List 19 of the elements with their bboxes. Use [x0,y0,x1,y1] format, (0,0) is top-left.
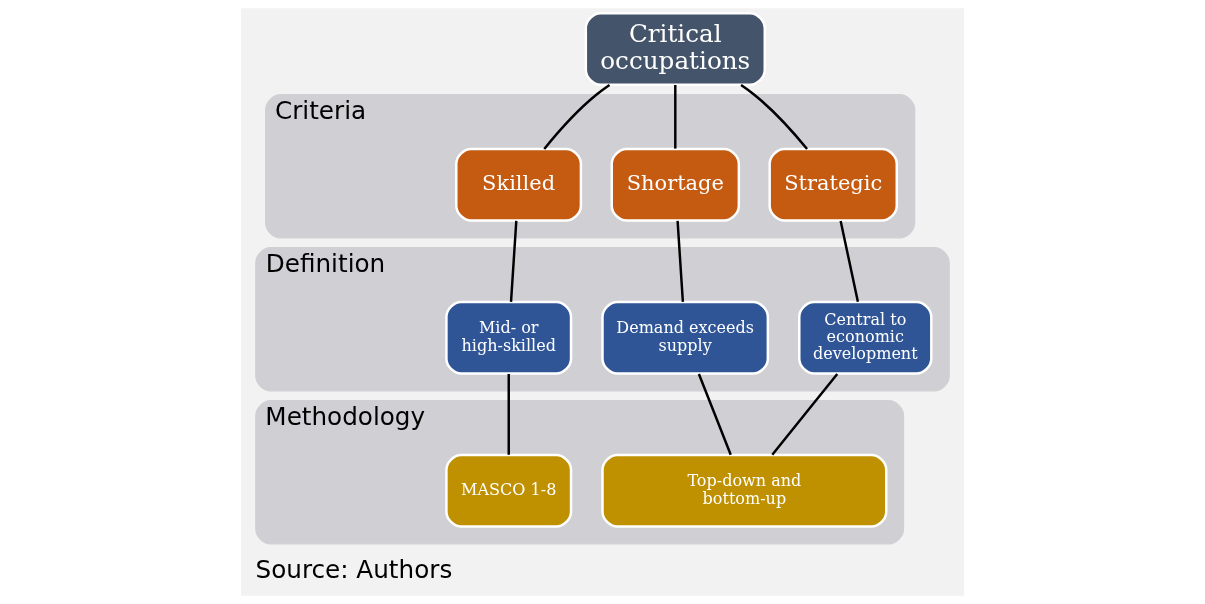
connector [697,373,732,456]
connector [509,220,518,302]
node-box: MASCO 1-8 [445,453,573,528]
node-box: Demand exceeds supply [601,300,770,375]
node-box: Shortage [610,147,741,222]
node-box: Skilled [455,147,583,222]
node-box: Critical occupations [584,12,766,87]
node-box: Mid- or high-skilled [445,300,573,375]
connector [543,83,611,150]
connector [676,220,685,302]
connector [771,373,839,456]
node-box: Top-down and bottom-up [601,453,888,528]
node-box: Strategic [768,147,898,222]
connector [839,220,860,303]
node-box: Central to economic development [798,300,933,375]
connector [507,373,510,455]
connector [674,84,677,149]
caption: Source: Authors [255,555,453,585]
connector [740,84,809,150]
